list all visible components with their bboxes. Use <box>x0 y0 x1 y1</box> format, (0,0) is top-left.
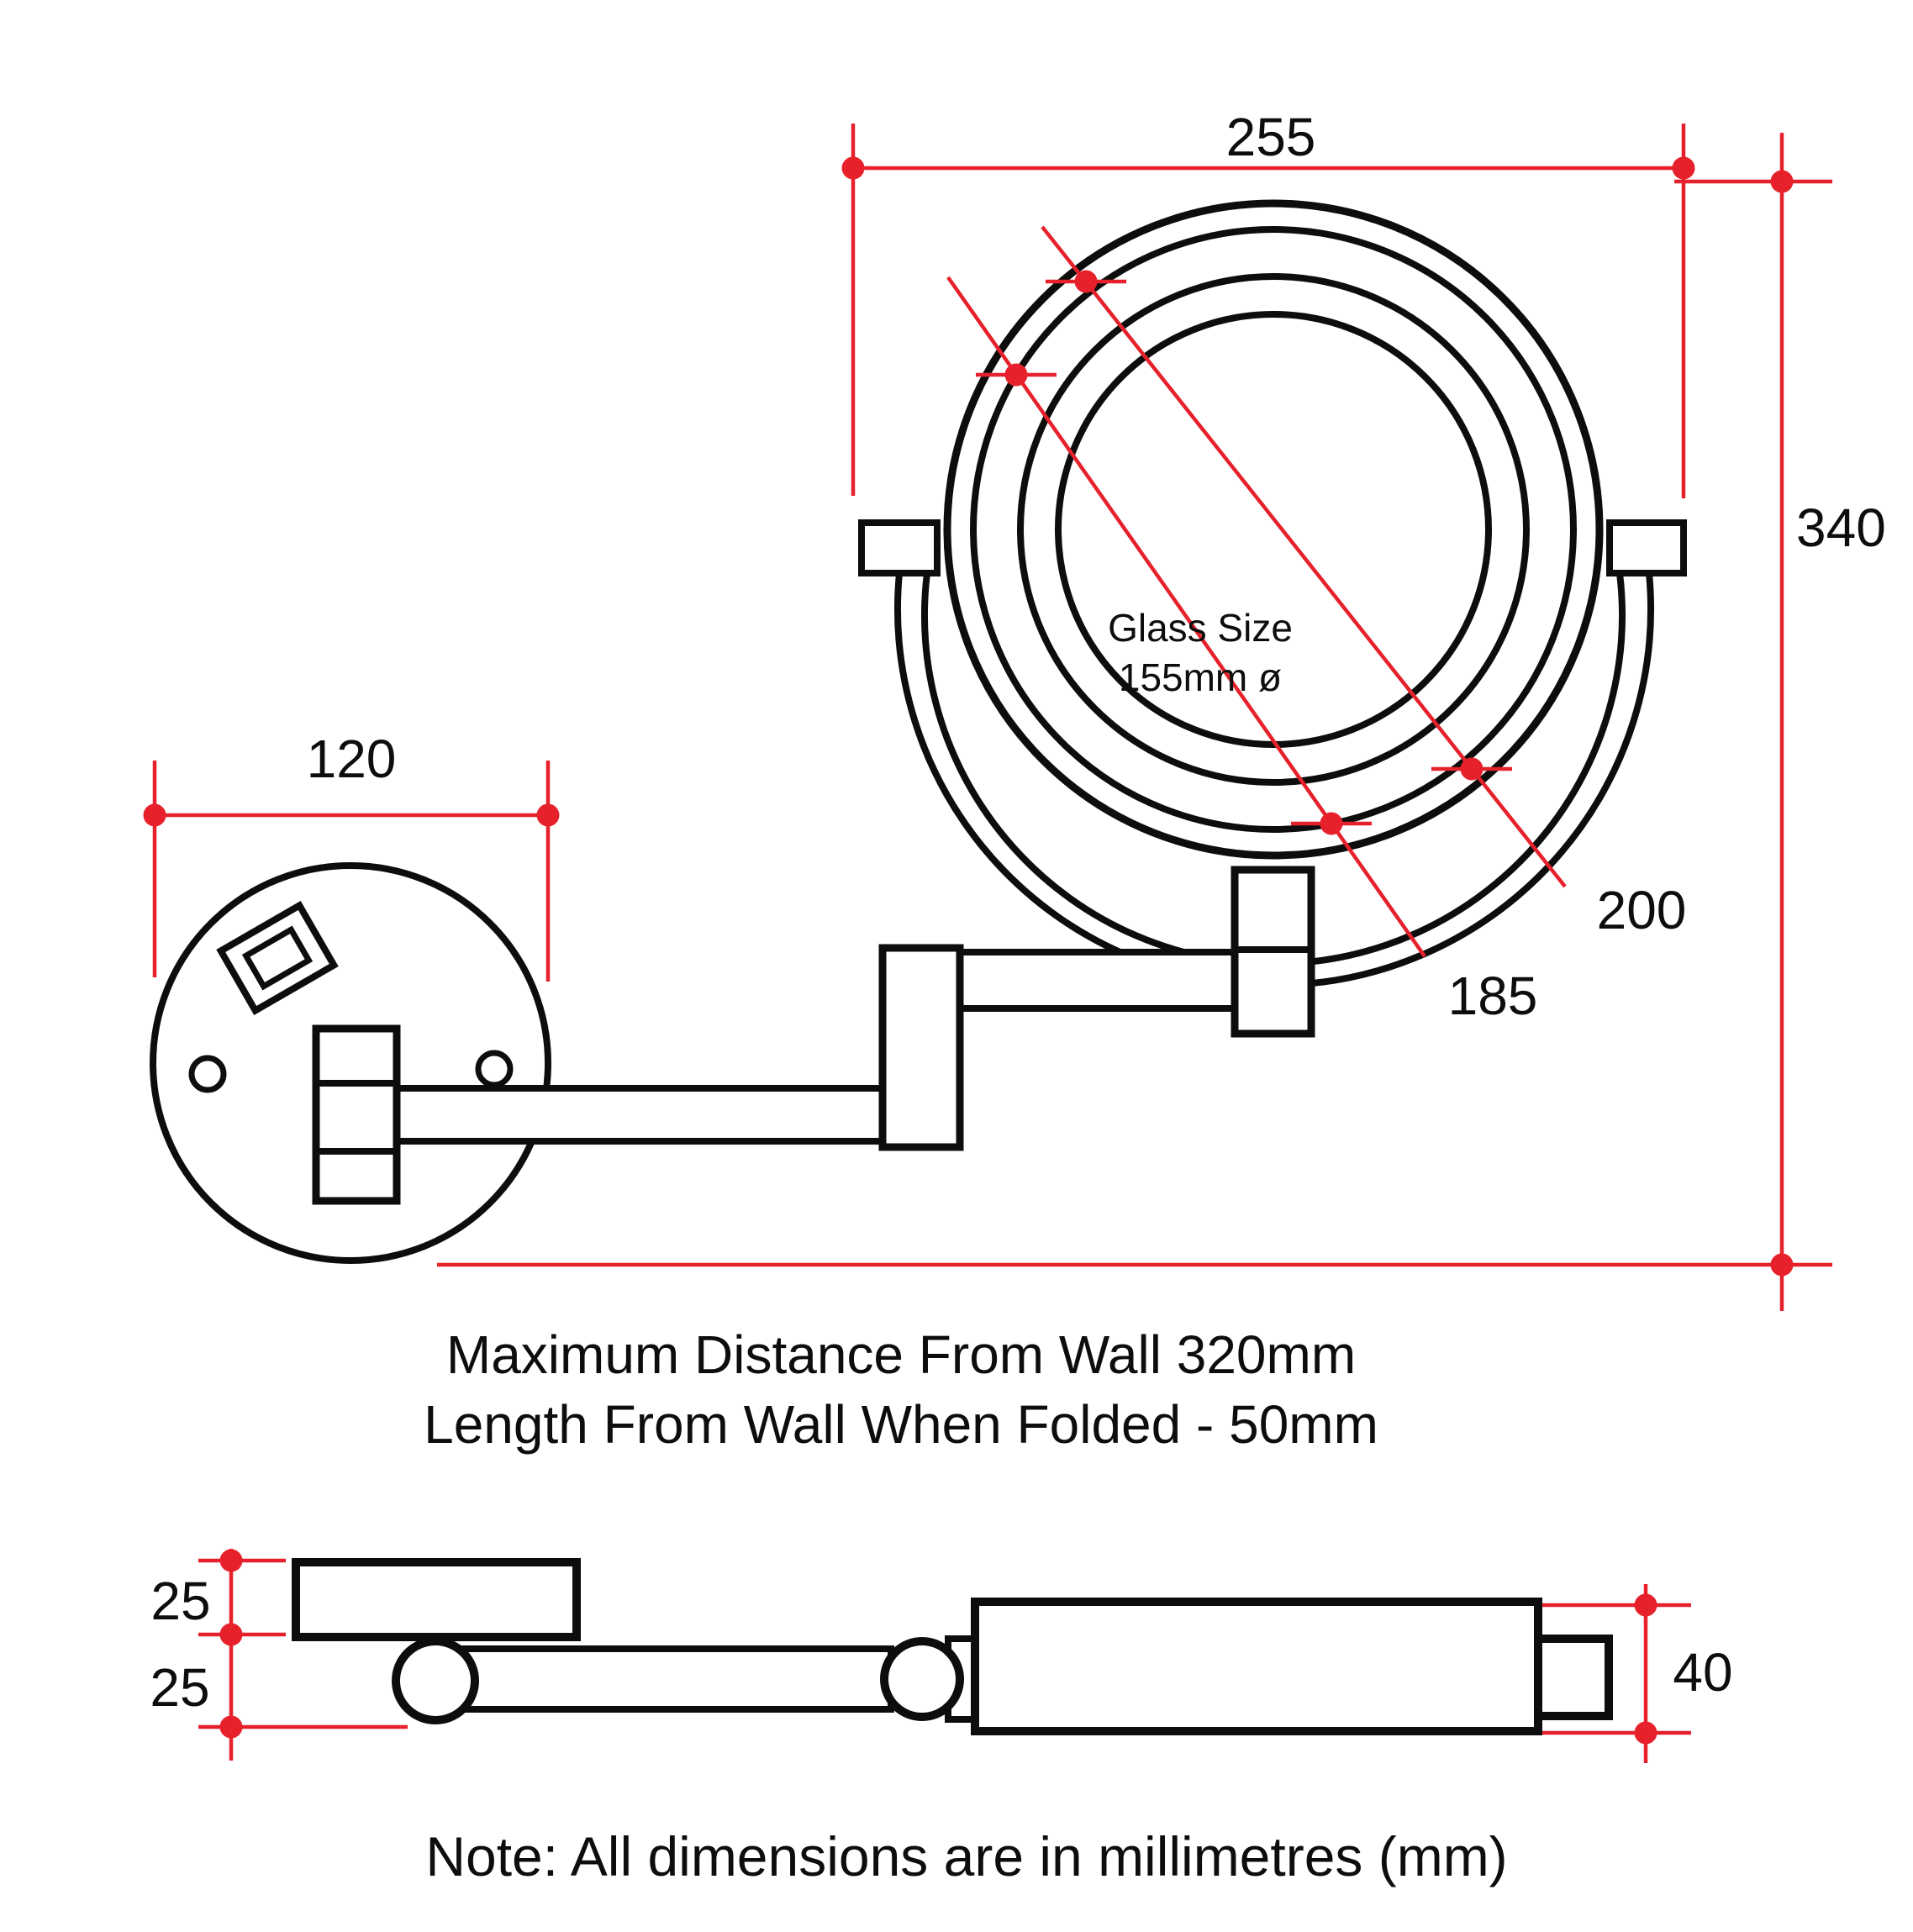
dim-40-label: 40 <box>1673 1642 1732 1703</box>
dot-340-bottom <box>1770 1253 1794 1277</box>
dot-255-left <box>841 156 865 180</box>
dot-200-lower <box>1460 757 1483 781</box>
left-clamp <box>858 519 941 576</box>
glass-size-label-line2: 155mm ø <box>1119 655 1282 699</box>
lower-arm-bar <box>393 1085 886 1145</box>
side-thin-arm-bar <box>432 1645 894 1713</box>
middle-joint <box>878 944 964 1151</box>
dot-40-bottom <box>1634 1721 1657 1745</box>
mirror-rim-inner-circle <box>970 226 1577 833</box>
side-hinge-left <box>392 1637 479 1724</box>
screw-hole-right <box>475 1050 514 1088</box>
caption-max-distance: Maximum Distance From Wall 320mm <box>446 1324 1356 1385</box>
dot-40-top <box>1634 1593 1657 1617</box>
side-wall-plate <box>292 1558 581 1641</box>
black-linework <box>150 199 1687 1735</box>
side-folded-mirror-bar <box>971 1598 1542 1735</box>
dimension-dots <box>143 156 1794 1745</box>
labels: 255 340 120 200 185 Glass Size 155mm ø M… <box>150 107 1885 1887</box>
dim-185-label: 185 <box>1448 966 1538 1026</box>
dim-200-label: 200 <box>1597 880 1687 940</box>
switch-inner <box>241 925 314 991</box>
dot-25-middle <box>219 1623 243 1646</box>
dim-185-diagonal <box>946 276 1426 958</box>
dot-340-top <box>1770 170 1794 193</box>
upper-arm-bar <box>956 949 1238 1012</box>
dot-120-left <box>143 803 166 827</box>
screw-hole-left <box>188 1055 227 1093</box>
dot-25-bottom <box>219 1715 243 1739</box>
dot-255-right <box>1672 156 1695 180</box>
mirror-outer-ring-circle <box>943 199 1604 860</box>
dot-200-upper <box>1074 270 1098 293</box>
dot-25-top <box>219 1549 243 1572</box>
dot-185-lower <box>1320 812 1343 835</box>
mirror-glass-circle <box>1055 311 1492 748</box>
right-clamp <box>1606 519 1687 576</box>
dim-255-label: 255 <box>1226 107 1316 167</box>
switch-outer <box>216 901 339 1015</box>
dim-25-plate-label: 25 <box>150 1571 210 1631</box>
dim-25-arm-label: 25 <box>150 1657 209 1718</box>
mirror-bezel-circle <box>1017 273 1530 786</box>
wall-bracket <box>312 1024 401 1205</box>
glass-size-label-line1: Glass Size <box>1108 606 1293 650</box>
side-right-nub <box>1534 1635 1613 1720</box>
side-hinge-right <box>880 1637 964 1721</box>
dot-185-upper <box>1004 363 1028 387</box>
note-text: Note: All dimensions are in millimetres … <box>425 1825 1507 1887</box>
caption-folded-length: Length From Wall When Folded - 50mm <box>424 1394 1378 1455</box>
dim-340-label: 340 <box>1796 497 1886 558</box>
dim-120-label: 120 <box>307 729 397 789</box>
dot-120-right <box>536 803 560 827</box>
